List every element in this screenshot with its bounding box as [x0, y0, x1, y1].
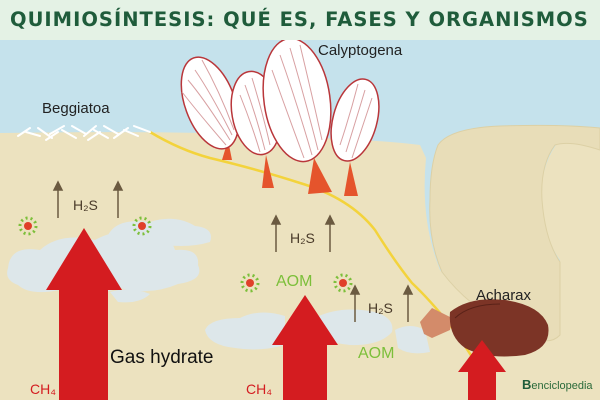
calyptogena-label: Calyptogena	[318, 42, 403, 59]
aom-label-lower: AOM	[358, 345, 395, 362]
calyptogena-clam-4	[330, 78, 380, 196]
page-title: QUIMIOSÍNTESIS: QUÉ ES, FASES Y ORGANISM…	[10, 8, 589, 31]
beggiatoa-label: Beggiatoa	[42, 100, 110, 117]
methane-arrows	[46, 228, 506, 400]
beggiatoa-mat	[17, 125, 151, 141]
ch4-label-left: CH₄	[30, 381, 56, 397]
aom-label-upper: AOM	[276, 273, 313, 290]
acharax-clam	[420, 299, 549, 357]
gas-hydrate-label: Gas hydrate	[110, 347, 214, 368]
rock-outcrop	[429, 124, 600, 342]
logo-mark: B	[522, 377, 532, 392]
microbe-consortia	[18, 216, 353, 293]
h2s-label-right: H₂S	[368, 300, 393, 316]
calyptogena-clam-1	[180, 56, 240, 160]
logo-text: enciclopedia	[531, 380, 593, 392]
h2s-label-left: H₂S	[73, 197, 98, 213]
acharax-label: Acharax	[476, 287, 532, 304]
title-banner: QUIMIOSÍNTESIS: QUÉ ES, FASES Y ORGANISM…	[0, 0, 600, 40]
bioenciclopedia-logo[interactable]: Benciclopedia	[522, 377, 593, 392]
ch4-label-middle: CH₄	[246, 381, 272, 397]
h2s-label-middle: H₂S	[290, 230, 315, 246]
sediment-layer	[0, 129, 600, 400]
h2s-arrows	[52, 180, 414, 322]
